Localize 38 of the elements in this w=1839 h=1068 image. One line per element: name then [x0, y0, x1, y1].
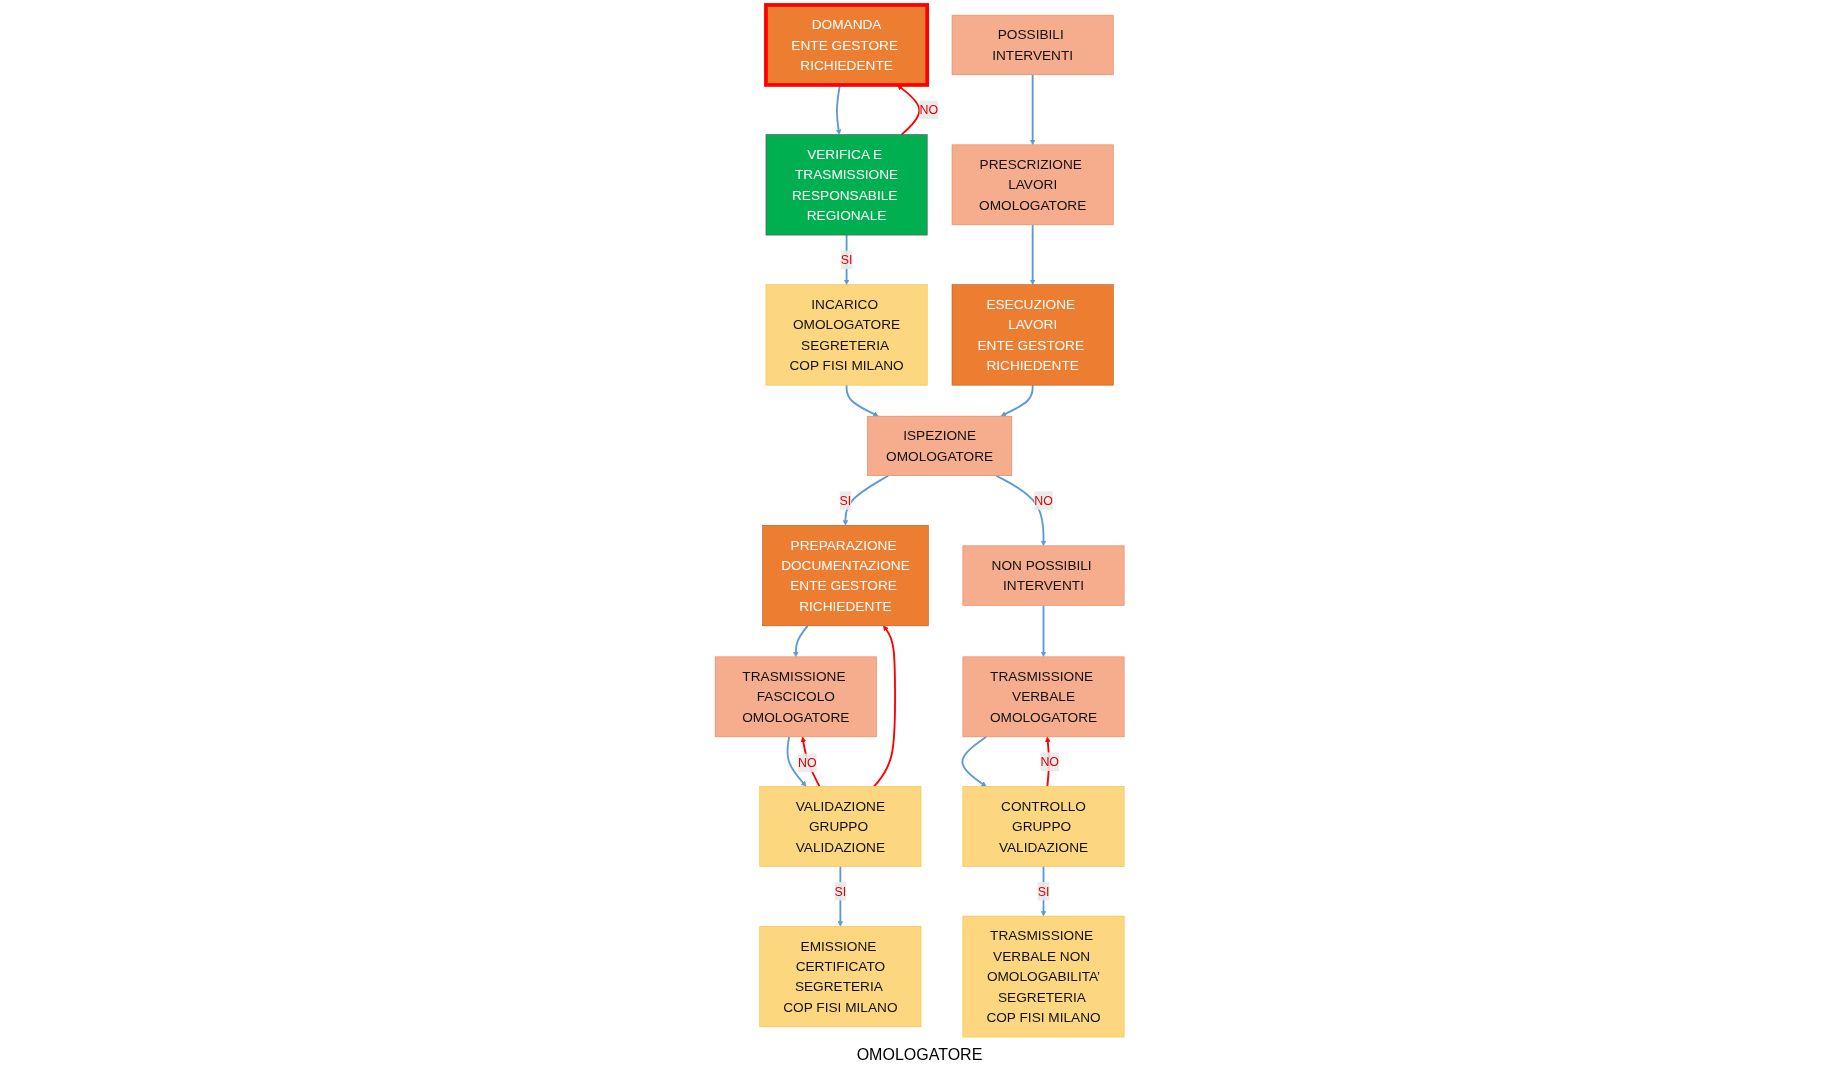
edge-label: SI — [840, 253, 853, 267]
role-note: OMOLOGATORE — [856, 1046, 983, 1063]
node-box: TRASMISSIONE FASCICOLO OMOLOGATORE — [714, 656, 877, 738]
node-box: TRASMISSIONE VERBALE NON OMOLOGABILITA’ SEGRETERIA COP FISI MILANO — [962, 915, 1125, 1038]
arrow — [896, 84, 921, 136]
edge-label: NO — [919, 102, 938, 117]
arrow — [961, 735, 988, 787]
node-box: VALIDAZIONE GRUPPO VALIDAZIONE — [759, 786, 922, 867]
arrow — [1000, 384, 1034, 417]
arrow — [1029, 223, 1036, 285]
node-box: EMISSIONE CERTIFICATO SEGRETERIA COP FISI MILANO — [759, 926, 922, 1028]
edge-label: NO — [1034, 493, 1053, 508]
edge-label: SI — [834, 884, 847, 899]
node-box: POSSIBILI INTERVENTI — [951, 14, 1114, 76]
node-box: DOMANDA ENTE GESTORE RICHIEDENTE — [763, 3, 929, 87]
node-box: ISPEZIONE OMOLOGATORE — [866, 415, 1012, 477]
edge-label: NO — [1040, 754, 1059, 769]
arrow — [1029, 73, 1036, 146]
node-box: VERIFICA E TRASMISSIONE RESPONSABILE REGIONALE — [765, 134, 928, 236]
node-box: TRASMISSIONE VERBALE OMOLOGATORE — [962, 656, 1125, 738]
node-box: CONTROLLO GRUPPO VALIDAZIONE — [962, 786, 1125, 867]
arrow — [843, 234, 850, 285]
arrow — [792, 624, 809, 658]
edge-label: NO — [797, 756, 817, 770]
arrow — [1040, 604, 1047, 658]
node-box: ESECUZIONE LAVORI ENTE GESTORE RICHIEDENTE — [951, 284, 1114, 386]
edge-label: SI — [839, 493, 852, 508]
arrow — [845, 384, 879, 417]
node-box: PREPARAZIONE DOCUMENTAZIONE ENTE GESTORE RICHIEDENTE — [762, 525, 929, 627]
node-box: PRESCRIZIONE LAVORI OMOLOGATORE — [951, 144, 1114, 226]
arrow — [835, 84, 842, 135]
arrow — [995, 474, 1047, 547]
arrow — [842, 474, 889, 526]
arrow — [786, 735, 807, 787]
edge-label: SI — [1037, 884, 1050, 899]
arrow — [873, 625, 896, 788]
node-box: NON POSSIBILI INTERVENTI — [962, 545, 1125, 606]
node-box: INCARICO OMOLOGATORE SEGRETERIA COP FISI MILANO — [765, 284, 928, 386]
